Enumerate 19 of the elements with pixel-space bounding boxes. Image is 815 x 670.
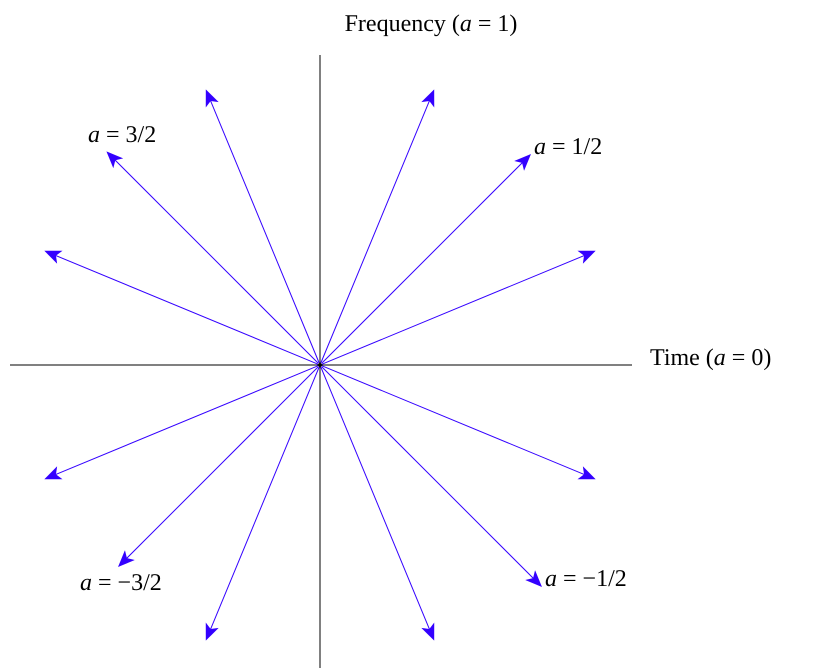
arrow — [44, 365, 318, 480]
angle-label: a = −3/2 — [76, 566, 166, 600]
arrow — [106, 151, 318, 364]
arrow — [320, 89, 434, 364]
arrow — [44, 250, 318, 365]
arrow — [206, 366, 320, 641]
angle-label: a = 3/2 — [84, 118, 160, 152]
arrow — [118, 366, 318, 567]
angle-label: a = −1/2 — [541, 562, 631, 596]
arrow — [206, 89, 320, 364]
origin-point — [318, 363, 322, 367]
arrow — [322, 365, 596, 480]
axis-label: Time (a = 0) — [650, 346, 772, 370]
axis-label: Frequency (a = 1) — [344, 12, 518, 36]
arrow — [322, 366, 542, 587]
angle-label: a = 1/2 — [530, 130, 606, 164]
arrow — [320, 366, 434, 641]
arrow — [322, 250, 596, 365]
arrow — [322, 154, 531, 364]
